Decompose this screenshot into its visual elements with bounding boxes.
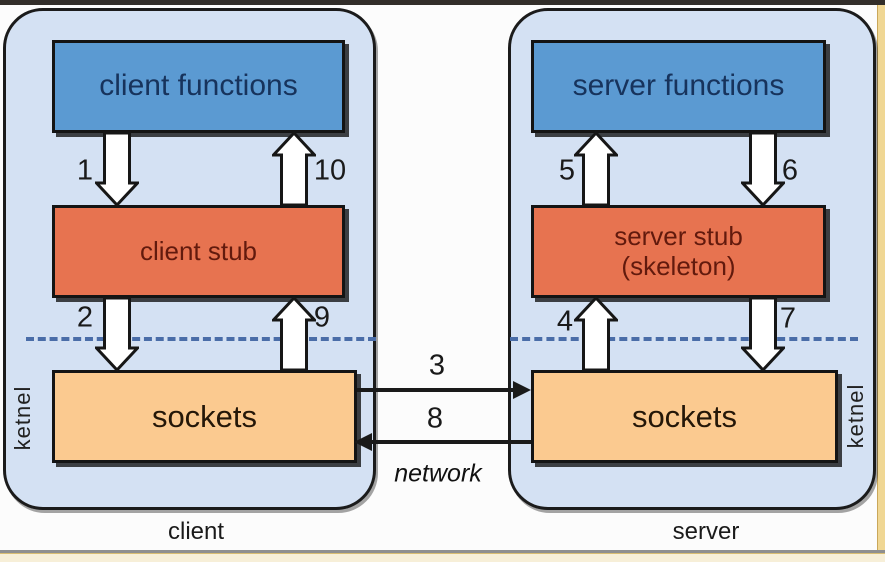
client-caption: client [167, 518, 225, 545]
server-stub-box: server stub (skeleton) [531, 205, 826, 298]
client-sockets-box: sockets [52, 370, 357, 463]
client-kernel-boundary-dashed-line [26, 337, 376, 341]
server-caption: server [672, 518, 740, 545]
step-number-2: 2 [76, 301, 94, 334]
step-number-8: 8 [426, 402, 444, 435]
arrow-up-step4-icon [574, 296, 618, 372]
step-number-9: 9 [313, 301, 331, 334]
arrow-up-step10-icon [272, 131, 316, 207]
server-stub-label: server stub [614, 220, 743, 251]
client-stub-label: client stub [139, 235, 258, 266]
arrow-up-step5-icon [574, 131, 618, 207]
step-number-3: 3 [428, 349, 446, 382]
client-stub-box: client stub [52, 205, 345, 298]
slide-edge-bottom [0, 553, 885, 562]
client-functions-box: client functions [52, 40, 345, 133]
client-functions-label: client functions [99, 69, 298, 103]
arrow-down-step2-icon [95, 296, 139, 372]
network-arrowhead-left-icon [354, 433, 372, 451]
server-kernel-boundary-dashed-line [510, 337, 858, 341]
step-number-10: 10 [313, 154, 347, 187]
client-sockets-label: sockets [151, 398, 258, 434]
step-number-4: 4 [556, 305, 574, 338]
arrow-down-step6-icon [741, 131, 785, 207]
step-number-1: 1 [76, 154, 94, 187]
arrow-down-step7-icon [741, 296, 785, 372]
network-label: network [394, 459, 482, 488]
server-functions-label: server functions [572, 69, 785, 103]
slide-edge-top [0, 0, 885, 5]
arrow-up-step9-icon [272, 296, 316, 372]
network-arrow-left-line [371, 440, 531, 444]
step-number-6: 6 [781, 154, 799, 187]
server-sockets-box: sockets [531, 370, 838, 463]
server-kernel-label: ketnel [843, 383, 868, 449]
slide-edge-bottom-line [0, 550, 885, 553]
server-stub-sublabel: (skeleton) [621, 250, 736, 281]
network-arrow-right-line [357, 388, 515, 392]
slide-edge-right [877, 0, 885, 562]
network-arrowhead-right-icon [513, 381, 531, 399]
client-kernel-label: ketnel [10, 385, 35, 451]
server-sockets-label: sockets [631, 398, 738, 434]
arrow-down-step1-icon [95, 131, 139, 207]
server-functions-box: server functions [531, 40, 826, 133]
step-number-7: 7 [779, 302, 797, 335]
step-number-5: 5 [558, 154, 576, 187]
